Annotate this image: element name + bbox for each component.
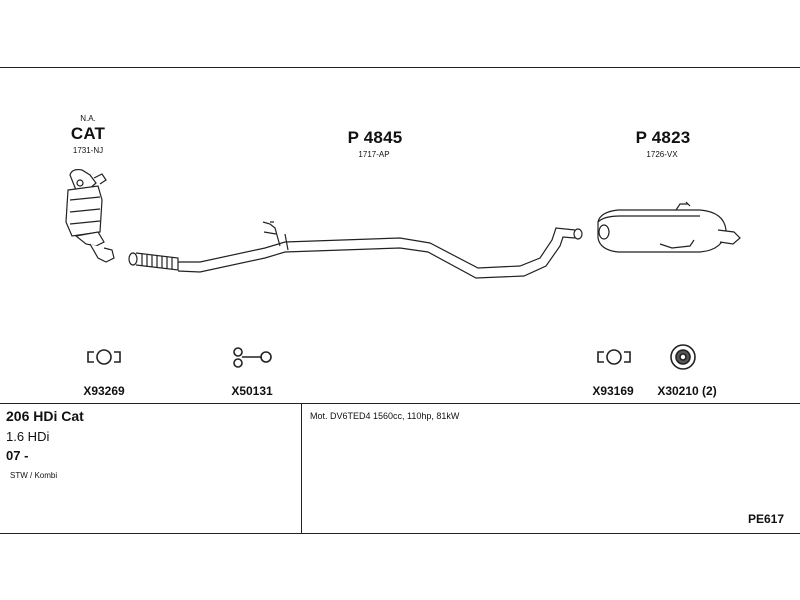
vehicle-body: STW / Kombi	[10, 471, 58, 480]
fitting-code: X50131	[231, 384, 273, 398]
middle-part-ref: 1717-AP	[358, 150, 390, 159]
cat-title: CAT	[70, 124, 106, 143]
divider-vertical	[301, 403, 302, 534]
catalytic-converter-drawing	[65, 168, 115, 263]
cat-ref: 1731-NJ	[72, 146, 104, 155]
clamp-icon	[597, 349, 631, 365]
cat-note: N.A.	[80, 114, 96, 123]
vehicle-engine: 1.6 HDi	[6, 429, 50, 444]
diagram-frame	[0, 67, 800, 534]
vehicle-year: 07 -	[6, 448, 29, 463]
hanger-icon	[233, 347, 272, 368]
fitting-code: X30210 (2)	[657, 384, 717, 398]
rubber-mount-icon	[670, 344, 696, 370]
diagram-code: PE617	[748, 512, 785, 526]
rear-silencer-drawing	[597, 201, 741, 253]
rear-part-ref: 1726-VX	[646, 150, 678, 159]
fitting-code: X93169	[592, 384, 634, 398]
middle-pipe-drawing	[128, 221, 583, 279]
rear-part-title: P 4823	[635, 128, 691, 147]
fitting-code: X93269	[83, 384, 125, 398]
middle-part-title: P 4845	[347, 128, 403, 147]
clamp-icon	[87, 349, 121, 365]
motor-info: Mot. DV6TED4 1560cc, 110hp, 81kW	[310, 411, 460, 421]
vehicle-model: 206 HDi Cat	[6, 408, 84, 424]
divider-horizontal	[0, 403, 800, 404]
